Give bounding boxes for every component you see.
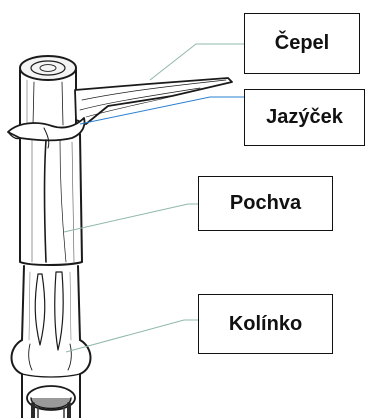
leaf-sheath [20, 134, 82, 265]
node-label-box: Kolínko [198, 294, 333, 354]
blade-label: Čepel [275, 32, 329, 55]
leader-line-node [66, 320, 198, 352]
node-swelling [12, 340, 91, 377]
sheath-label-box: Pochva [198, 176, 333, 231]
sheath-label: Pochva [230, 192, 301, 215]
leaf-blade [75, 78, 232, 124]
ligule-label-box: Jazýček [244, 89, 365, 146]
ligule-label: Jazýček [266, 106, 343, 129]
internode [22, 266, 80, 350]
blade-label-box: Čepel [244, 13, 360, 74]
stem-bottom [22, 374, 80, 418]
stem-top [20, 56, 76, 128]
leader-line-sheath [64, 204, 198, 232]
leader-line-blade [150, 44, 244, 80]
node-label: Kolínko [229, 313, 302, 336]
